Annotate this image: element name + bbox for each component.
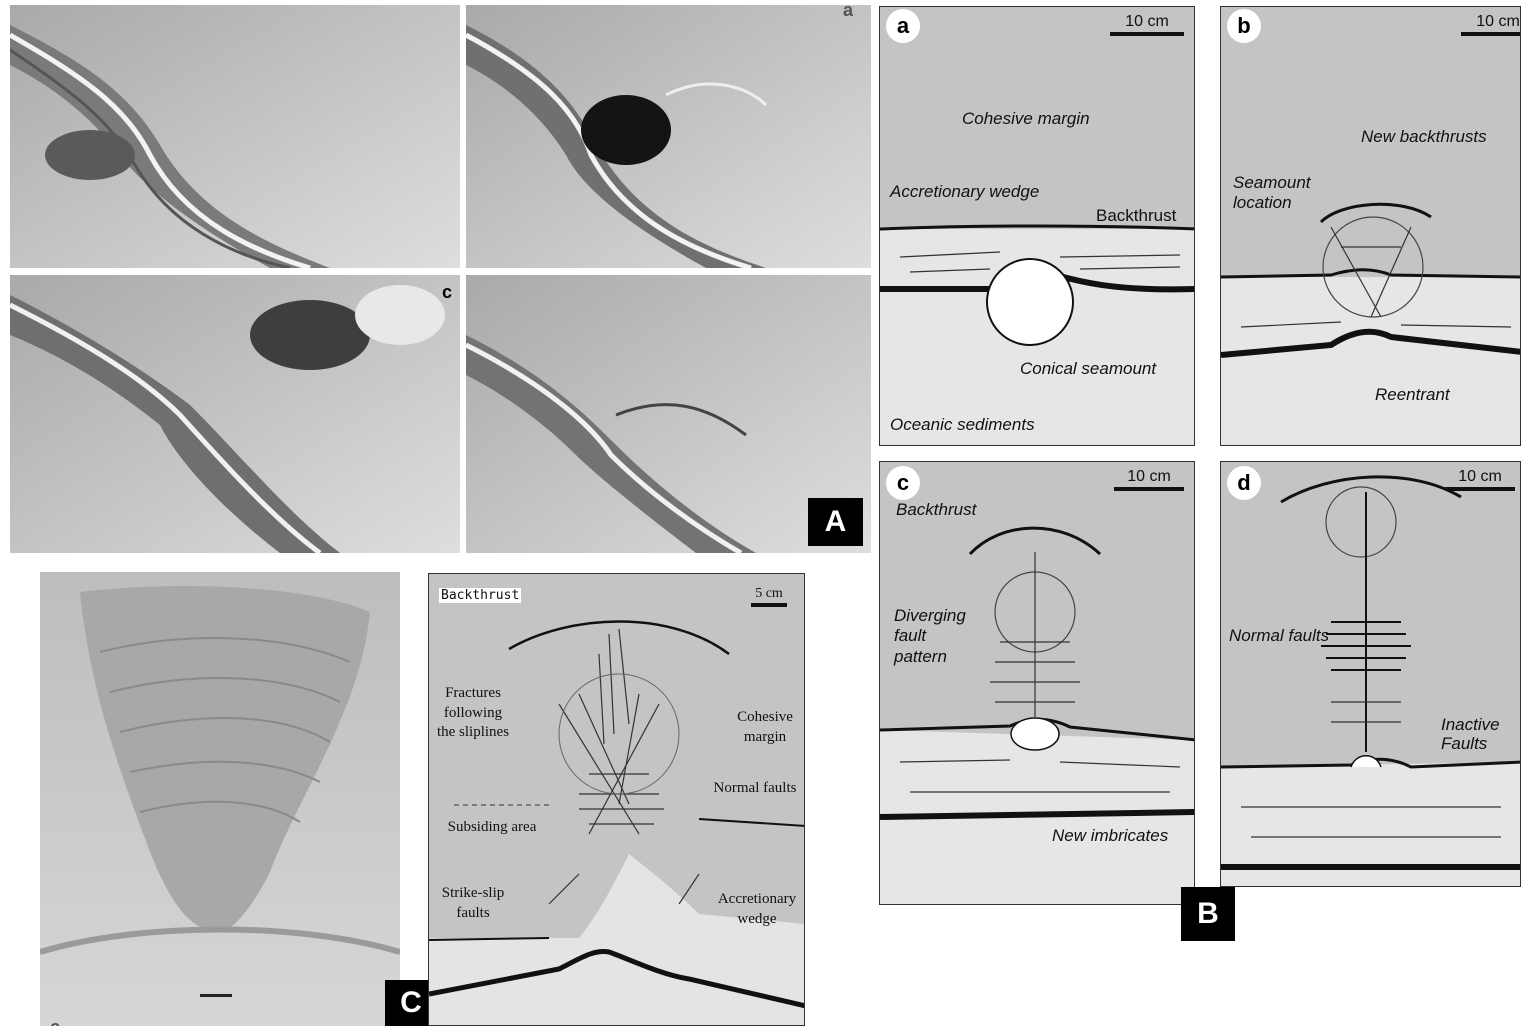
sketch-a-drawing: [880, 7, 1195, 446]
label-conical-seamount: Conical seamount: [1020, 359, 1156, 379]
sketch-panel-d: d 10 cm Normal faults Inactive Faults: [1220, 461, 1521, 887]
scale-bar: 10 cm: [1110, 13, 1184, 36]
figure-badge-b: B: [1181, 887, 1235, 941]
sketch-panel-c: c 10 cm Backthrust Diverging fault patte…: [879, 461, 1195, 905]
sketch-b-drawing: [1221, 7, 1521, 446]
scale-bar: 10 cm: [1114, 468, 1184, 491]
label-normal-faults: Normal faults: [705, 779, 805, 799]
scale-line: [1445, 487, 1515, 491]
label-backthrust: Backthrust: [1096, 206, 1176, 226]
label-seamount-location: Seamount location: [1233, 173, 1311, 212]
label-diverging-2: fault: [894, 626, 966, 646]
label-diverging-fault-pattern: Diverging fault pattern: [894, 606, 966, 667]
label-fractures-2: following: [431, 704, 515, 724]
figure-badge-a: A: [808, 498, 863, 546]
photo-stage-1: [10, 5, 460, 268]
photo-seamount-plan: c: [40, 572, 400, 1026]
label-cohesive-2: margin: [725, 728, 805, 748]
label-backthrust: Backthrust: [896, 500, 976, 520]
scale-bar: 10 cm: [1461, 13, 1521, 36]
seamount-structural-map: Backthrust 5 cm Fractures following the …: [428, 573, 805, 1026]
photo-stage-3: c: [10, 275, 460, 553]
label-diverging-1: Diverging: [894, 606, 966, 626]
label-strike-slip-1: Strike-slip: [435, 884, 511, 904]
photo-stage-4: A: [466, 275, 871, 553]
label-accretionary-wedge: Accretionary wedge: [709, 890, 805, 929]
label-cohesive-margin: Cohesive margin: [962, 109, 1090, 129]
label-strike-slip: Strike-slip faults: [435, 884, 511, 923]
photo-stage-1-drawing: [10, 5, 460, 268]
panel-tag-a: a: [886, 9, 920, 43]
label-backthrust: Backthrust: [439, 588, 521, 603]
photo-stage-3-drawing: [10, 275, 460, 553]
photo-seamount-plan-drawing: [40, 572, 400, 1026]
scale-label: 10 cm: [1461, 13, 1521, 31]
label-new-imbricates: New imbricates: [1052, 826, 1168, 846]
label-oceanic-sediments: Oceanic sediments: [890, 415, 1035, 435]
label-seamount-location-2: location: [1233, 193, 1311, 213]
panel-tag-b: b: [1227, 9, 1261, 43]
photo-tag: c: [430, 275, 460, 309]
scale-line: [1110, 32, 1184, 36]
sketch-panel-b: b 10 cm New backthrusts Seamount locatio…: [1220, 6, 1521, 446]
label-seamount-location-1: Seamount: [1233, 173, 1311, 193]
label-fractures-1: Fractures: [431, 684, 515, 704]
scale-label: 10 cm: [1110, 13, 1184, 31]
scale-bar: 5 cm: [751, 586, 787, 607]
label-diverging-3: pattern: [894, 647, 966, 667]
label-normal-faults: Normal faults: [1229, 626, 1329, 646]
label-new-backthrusts: New backthrusts: [1361, 127, 1487, 147]
scale-label: 10 cm: [1445, 468, 1515, 486]
label-accretionary-wedge: Accretionary wedge: [890, 182, 1039, 202]
panel-tag-c: c: [886, 466, 920, 500]
label-fractures-3: the sliplines: [431, 723, 515, 743]
label-strike-slip-2: faults: [435, 904, 511, 924]
scale-label: 5 cm: [751, 586, 787, 602]
structural-map-drawing: [429, 574, 805, 1026]
scale-bar: 10 cm: [1445, 468, 1515, 491]
sketch-panel-a: a 10 cm Cohesive margin Accretionary wed…: [879, 6, 1195, 446]
label-inactive-faults: Inactive Faults: [1441, 716, 1500, 753]
label-accretionary-2: wedge: [709, 910, 805, 930]
scale-line: [751, 603, 787, 607]
label-inactive-2: Faults: [1441, 735, 1500, 754]
label-fractures: Fractures following the sliplines: [431, 684, 515, 743]
scale-line: [1461, 32, 1521, 36]
scale-label: 10 cm: [1114, 468, 1184, 486]
panel-tag-d: d: [1227, 466, 1261, 500]
scale-line: [1114, 487, 1184, 491]
sketch-d-drawing: [1221, 462, 1521, 887]
label-cohesive-1: Cohesive: [725, 708, 805, 728]
label-subsiding-area: Subsiding area: [437, 818, 547, 838]
label-reentrant: Reentrant: [1375, 385, 1450, 405]
photo-stage-2: a: [466, 5, 871, 268]
label-accretionary-1: Accretionary: [709, 890, 805, 910]
photo-stage-2-drawing: [466, 5, 871, 268]
label-cohesive-margin: Cohesive margin: [725, 708, 805, 747]
label-inactive-1: Inactive: [1441, 716, 1500, 735]
